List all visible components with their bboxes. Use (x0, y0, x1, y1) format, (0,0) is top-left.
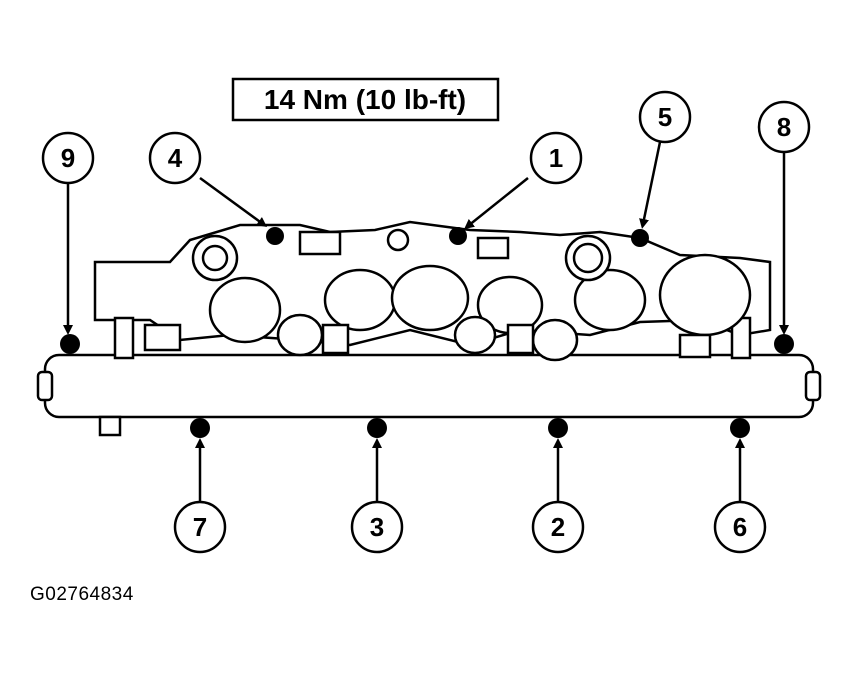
rail-end-left (36, 370, 54, 402)
callout-4: 4 (148, 131, 202, 185)
leader-4 (199, 176, 268, 227)
rail-end-right (804, 370, 822, 402)
callout-8-label: 8 (777, 112, 791, 142)
callout-8: 8 (757, 100, 811, 154)
runner (323, 268, 397, 332)
fuel-rail (43, 353, 815, 419)
bolt-6 (730, 418, 750, 438)
bolt-2 (548, 418, 568, 438)
bolt-3 (367, 418, 387, 438)
leader-5 (639, 141, 662, 229)
torque-spec-box: 14 Nm (10 lb-ft) (231, 77, 500, 122)
bolt-7 (190, 418, 210, 438)
callout-6: 6 (713, 500, 767, 554)
runner (658, 253, 752, 337)
bolt-5 (631, 229, 649, 247)
bottom-tab (98, 415, 122, 437)
small-boss (386, 228, 410, 252)
callout-3: 3 (350, 500, 404, 554)
callout-5-label: 5 (658, 102, 672, 132)
torque-spec-label: 14 Nm (10 lb-ft) (264, 84, 466, 115)
bolts (60, 227, 794, 438)
runner (453, 315, 497, 355)
sensor-boss-left-inner (201, 244, 229, 272)
callout-3-label: 3 (370, 512, 384, 542)
callouts: 1 4 5 9 8 7 3 2 (41, 90, 811, 554)
port-block (143, 323, 182, 352)
port-block (476, 236, 510, 260)
callout-7: 7 (173, 500, 227, 554)
port-block (506, 323, 535, 355)
intake-manifold (36, 220, 822, 437)
sensor-boss-right-inner (572, 242, 604, 274)
runner (208, 276, 282, 344)
port-block (298, 230, 342, 256)
leader-lines (63, 141, 789, 502)
runner (573, 268, 647, 332)
callout-1-label: 1 (549, 143, 563, 173)
runner (390, 264, 470, 332)
callout-2: 2 (531, 500, 585, 554)
bolt-9 (60, 334, 80, 354)
bolt-1 (449, 227, 467, 245)
bolt-4 (266, 227, 284, 245)
callout-1: 1 (529, 131, 583, 185)
left-bracket (113, 316, 135, 360)
figure-id: G02764834 (30, 584, 134, 605)
leader-1 (464, 177, 529, 230)
port-block (678, 333, 712, 359)
runner (531, 318, 579, 362)
callout-6-label: 6 (733, 512, 747, 542)
callout-5: 5 (638, 90, 692, 144)
callout-9: 9 (41, 131, 95, 185)
callout-2-label: 2 (551, 512, 565, 542)
port-block (321, 323, 350, 355)
bolt-8 (774, 334, 794, 354)
runner (276, 313, 324, 357)
callout-4-label: 4 (168, 143, 183, 173)
callout-7-label: 7 (193, 512, 207, 542)
callout-9-label: 9 (61, 143, 75, 173)
